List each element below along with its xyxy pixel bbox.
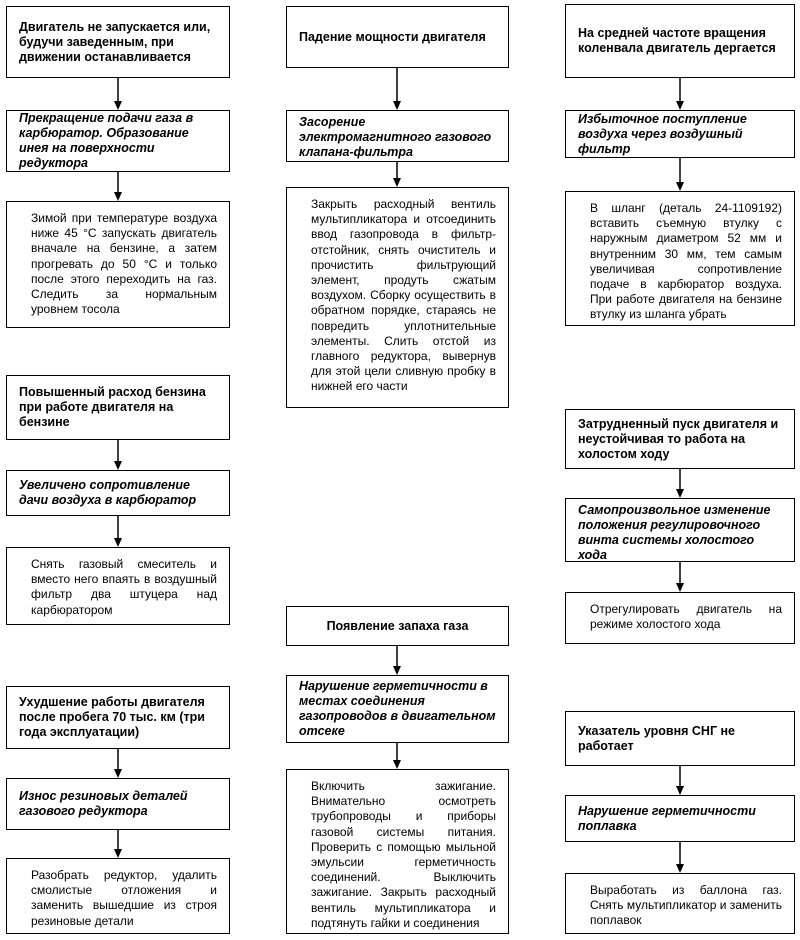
remedy-box-remove-mixer: Снять газовый смеситель и вместо него вп… — [6, 547, 230, 625]
remedy-text: Разобрать редуктор, удалить смолистые от… — [31, 868, 217, 928]
remedy-text: Включить зажигание. Внимательно осмотрет… — [311, 779, 496, 930]
cause-text: Засорение электромагнитного газового кла… — [299, 115, 492, 159]
symptom-text: Двигатель не запускается или, будучи зав… — [19, 19, 211, 64]
symptom-box-engine-jerks: На средней частоте вращения коленвала дв… — [565, 4, 795, 78]
symptom-box-power-loss: Падение мощности двигателя — [286, 6, 509, 68]
cause-text: Самопроизвольное изменение положения рег… — [578, 503, 771, 562]
cause-box-idle-screw: Самопроизвольное изменение положения рег… — [565, 498, 795, 562]
cause-box-air-resistance: Увеличено сопротивление дачи воздуха в к… — [6, 470, 230, 516]
remedy-box-clean-filter: Закрыть расходный вентиль мультипликатор… — [286, 187, 509, 408]
symptom-text: Затрудненный пуск двигателя и неустойчив… — [578, 416, 779, 461]
flow-arrow — [114, 749, 122, 778]
remedy-text: Зимой при температуре воздуха ниже 45 °С… — [31, 211, 217, 317]
symptom-box-fuel-consumption: Повышенный расход бензина при работе дви… — [6, 375, 230, 440]
cause-text: Прекращение подачи газа в карбюратор. Об… — [19, 111, 194, 170]
symptom-box-engine-degradation: Ухудшение работы двигателя после пробега… — [6, 686, 230, 749]
flow-arrow — [676, 78, 684, 110]
symptom-box-level-indicator: Указатель уровня СНГ не работает — [565, 711, 795, 766]
remedy-text: В шланг (деталь 24-1109192) вставить съе… — [590, 201, 782, 322]
symptom-text: Падение мощности двигателя — [299, 29, 486, 44]
symptom-text: Появление запаха газа — [326, 618, 469, 633]
symptom-box-hard-start: Затрудненный пуск двигателя и неустойчив… — [565, 409, 795, 469]
cause-box-gas-supply-stop: Прекращение подачи газа в карбюратор. Об… — [6, 110, 230, 172]
cause-box-rubber-wear: Износ резиновых деталей газового редукто… — [6, 778, 230, 830]
cause-text: Нарушение герметичности поплавка — [578, 803, 756, 833]
remedy-box-winter-start: Зимой при температуре воздуха ниже 45 °С… — [6, 201, 230, 328]
remedy-box-insert-sleeve: В шланг (деталь 24-1109192) вставить съе… — [565, 191, 795, 326]
flow-arrow — [676, 469, 684, 498]
cause-box-valve-clog: Засорение электромагнитного газового кла… — [286, 110, 509, 162]
flow-arrow — [114, 78, 122, 110]
flow-arrow — [393, 743, 401, 769]
symptom-text: Повышенный расход бензина при работе дви… — [19, 385, 206, 429]
symptom-text: Ухудшение работы двигателя после пробега… — [19, 695, 205, 739]
flow-arrow — [393, 162, 401, 187]
remedy-box-replace-float: Выработать из баллона газ. Снять мультип… — [565, 873, 795, 934]
remedy-box-disassemble-reducer: Разобрать редуктор, удалить смолистые от… — [6, 858, 230, 934]
symptom-text: На средней частоте вращения коленвала дв… — [578, 26, 776, 55]
remedy-text: Отрегулировать двигатель на режиме холос… — [590, 602, 782, 632]
flow-arrow — [676, 158, 684, 191]
cause-text: Увеличено сопротивление дачи воздуха в к… — [19, 478, 197, 507]
cause-text: Избыточное поступление воздуха через воз… — [578, 111, 747, 156]
symptom-box-engine-stalls: Двигатель не запускается или, будучи зав… — [6, 6, 230, 78]
flow-arrow — [676, 562, 684, 592]
flow-arrow — [676, 842, 684, 873]
symptom-text: Указатель уровня СНГ не работает — [578, 723, 736, 753]
remedy-text: Снять газовый смеситель и вместо него вп… — [31, 557, 217, 617]
remedy-text: Выработать из баллона газ. Снять мультип… — [590, 883, 782, 928]
cause-text: Нарушение герметичности в местах соедине… — [299, 679, 496, 738]
remedy-text: Закрыть расходный вентиль мультипликатор… — [311, 197, 496, 394]
flow-arrow — [114, 172, 122, 201]
flow-arrow — [114, 440, 122, 470]
flow-arrow — [393, 646, 401, 675]
remedy-box-adjust-idle: Отрегулировать двигатель на режиме холос… — [565, 592, 795, 644]
cause-text: Износ резиновых деталей газового редукто… — [19, 789, 188, 818]
cause-box-excess-air: Избыточное поступление воздуха через воз… — [565, 110, 795, 158]
cause-box-float-leak: Нарушение герметичности поплавка — [565, 795, 795, 842]
flow-arrow — [114, 516, 122, 547]
flow-arrow — [676, 766, 684, 795]
remedy-box-check-tightness: Включить зажигание. Внимательно осмотрет… — [286, 769, 509, 934]
flow-arrow — [114, 830, 122, 858]
symptom-box-gas-smell: Появление запаха газа — [286, 606, 509, 646]
flow-arrow — [393, 68, 401, 110]
cause-box-leak: Нарушение герметичности в местах соедине… — [286, 675, 509, 743]
